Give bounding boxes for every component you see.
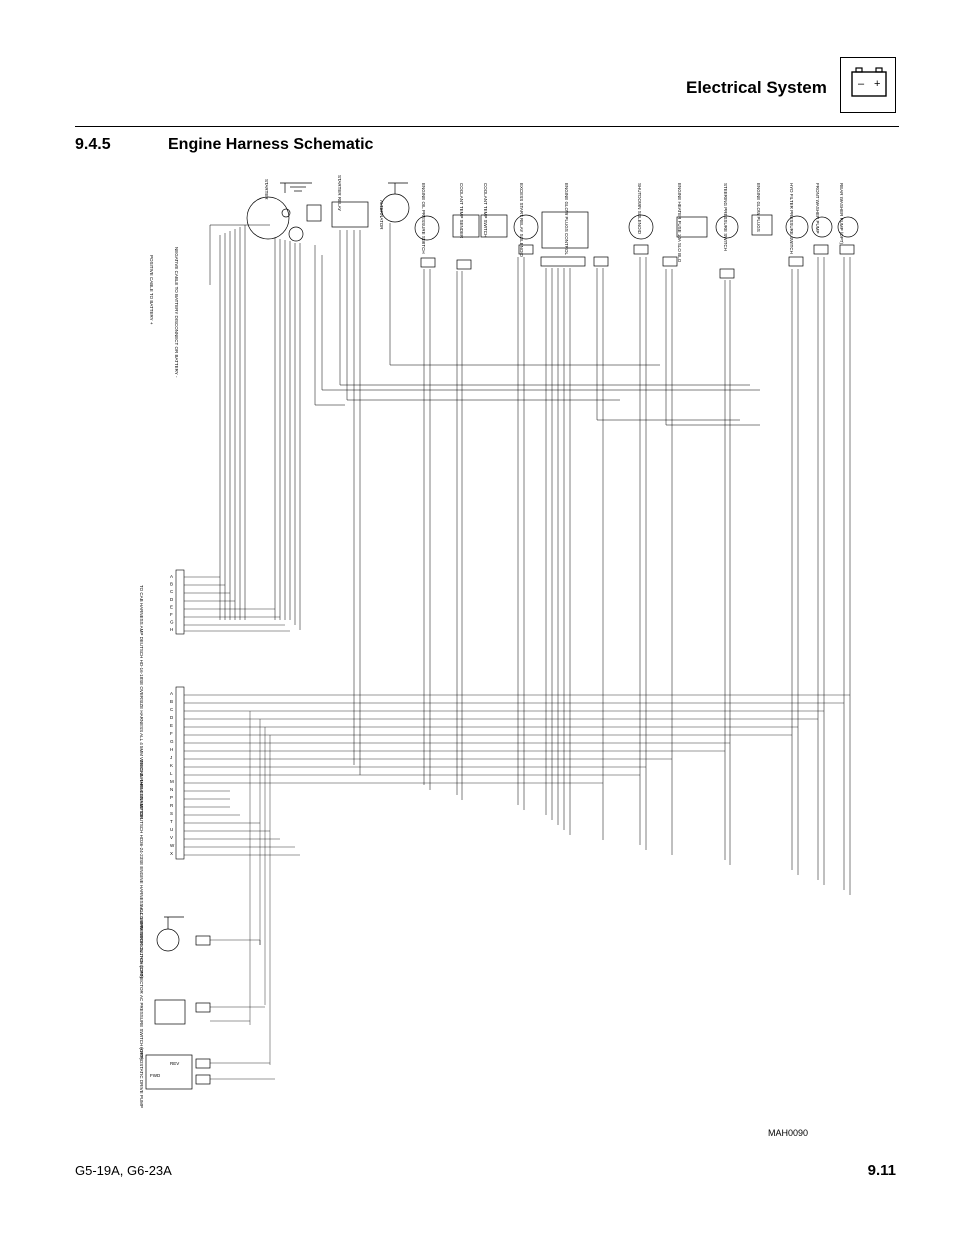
engine-connector-pin: F	[170, 731, 173, 736]
svg-text:FWD: FWD	[150, 1073, 161, 1078]
oil-pressure-switch-icon	[414, 215, 440, 241]
svg-text:TO CAB HARNESS AMP DEUTSCH HD-: TO CAB HARNESS AMP DEUTSCH HD-16-18SE OV…	[139, 585, 144, 820]
svg-text:STARTER RELAY: STARTER RELAY	[337, 175, 342, 211]
svg-text:AC COMPRESSOR CLUTCH (OPT): AC COMPRESSOR CLUTCH (OPT)	[139, 905, 144, 979]
svg-text:HYDROSTATIC DRIVE PUMP: HYDROSTATIC DRIVE PUMP	[139, 1047, 144, 1108]
engine-heater-fuse-box	[676, 216, 708, 238]
engine-connector-pin: P	[170, 795, 173, 800]
cab-connector	[175, 569, 185, 635]
engine-connector-pin: H	[170, 747, 173, 752]
svg-text:ENGINE GLOW PLUGS CONTROL: ENGINE GLOW PLUGS CONTROL	[564, 183, 569, 256]
battery-icon: – +	[840, 57, 896, 113]
engine-connector-pin: J	[170, 755, 172, 760]
cab-connector-pin: B	[170, 582, 173, 587]
shutdown-solenoid-icon	[628, 214, 654, 240]
svg-text:POSITIVE CABLE TO BATTERY +: POSITIVE CABLE TO BATTERY +	[149, 255, 154, 325]
engine-connector-pin: C	[170, 707, 174, 712]
engine-connector-pin: N	[170, 787, 173, 792]
engine-connector-pin: W	[170, 843, 175, 848]
cab-connector-pin: G	[170, 620, 174, 625]
svg-text:AC PRESSURE SWITCH (OPT): AC PRESSURE SWITCH (OPT)	[139, 995, 144, 1060]
glow-plug-control-box	[541, 211, 589, 249]
svg-text:EXCESS START RELAY SOLENOID: EXCESS START RELAY SOLENOID	[519, 183, 524, 258]
engine-connector-pin: R	[170, 803, 174, 808]
glow-plugs-icon	[751, 214, 773, 236]
engine-connector-pin: A	[170, 691, 173, 696]
svg-text:STEERING PRESSURE SWITCH: STEERING PRESSURE SWITCH	[723, 183, 728, 251]
engine-connector	[175, 686, 185, 860]
battery-plus: +	[874, 78, 880, 90]
front-washer-pump-icon	[811, 216, 833, 238]
engine-connector-pin: T	[170, 819, 173, 824]
svg-text:COOLANT TEMP SWITCH: COOLANT TEMP SWITCH	[483, 183, 488, 237]
engine-connector-pin: G	[170, 739, 174, 744]
engine-connector-pin: D	[170, 715, 174, 720]
header-title: Electrical System	[686, 78, 827, 97]
engine-connector-pin: U	[170, 827, 173, 832]
wiring-schematic: STARTER STARTER RELAY ALTERNATOR ENGINE …	[139, 175, 859, 1108]
svg-text:ALTERNATOR: ALTERNATOR	[379, 200, 384, 230]
svg-text:REAR WASHER PUMP (OPT): REAR WASHER PUMP (OPT)	[839, 183, 844, 245]
figure-id: MAH0090	[768, 1128, 809, 1138]
cab-connector-pin: A	[170, 574, 173, 579]
svg-text:COOLANT TEMP SENDER: COOLANT TEMP SENDER	[459, 183, 464, 239]
footer-models: G5-19A, G6-23A	[75, 1163, 172, 1178]
cab-connector-pin: E	[170, 604, 173, 609]
section-title: 9.4.5 Engine Harness Schematic	[75, 136, 373, 154]
cab-connector-pin: C	[170, 589, 174, 594]
battery-minus: –	[858, 78, 865, 90]
cab-connector-pin: F	[170, 612, 173, 617]
engine-connector-pin: B	[170, 699, 173, 704]
engine-connector-pin: V	[170, 835, 173, 840]
svg-text:STARTER: STARTER	[264, 179, 269, 200]
engine-connector-pin: K	[170, 763, 173, 768]
excess-start-solenoid-icon	[513, 214, 539, 240]
hydrostatic-drive-pump-box	[145, 1054, 193, 1090]
engine-connector-pin: L	[170, 771, 173, 776]
rear-washer-pump-icon	[837, 216, 859, 238]
starter-relay-box	[331, 201, 369, 228]
cab-connector-pin: D	[170, 597, 174, 602]
engine-connector-pin: M	[170, 779, 174, 784]
section-name: Engine Harness Schematic	[168, 136, 374, 153]
svg-text:REV: REV	[170, 1061, 179, 1066]
svg-text:HYD FILTER PRESSURE SWITCH: HYD FILTER PRESSURE SWITCH	[789, 183, 794, 254]
engine-connector-pin: S	[170, 811, 173, 816]
section-number: 9.4.5	[75, 136, 111, 153]
alternator-icon	[380, 193, 410, 223]
engine-connector-pin: X	[170, 851, 173, 856]
engine-connector-pin: E	[170, 723, 173, 728]
header-rule	[75, 126, 899, 127]
svg-text:NEGATIVE CABLE TO BATTERY DISC: NEGATIVE CABLE TO BATTERY DISCONNECT OR …	[174, 247, 179, 378]
ac-compressor-clutch-icon	[156, 928, 180, 952]
page-number: 9.11	[867, 1162, 896, 1179]
svg-text:FRONT WASHER PUMP: FRONT WASHER PUMP	[815, 183, 820, 234]
starter-motor-icon	[246, 196, 290, 240]
svg-text:SHUTDOWN SOLENOID: SHUTDOWN SOLENOID	[637, 183, 642, 235]
svg-text:ENGINE HEATER FUSE 10A SLO BLO: ENGINE HEATER FUSE 10A SLO BLO	[677, 183, 682, 263]
ac-pressure-switch-box	[154, 999, 186, 1025]
svg-text:ENGINE OIL PRESSURE SWITCH: ENGINE OIL PRESSURE SWITCH	[421, 183, 426, 254]
cab-connector-pin: H	[170, 627, 173, 632]
svg-text:ENGINE GLOW PLUGS: ENGINE GLOW PLUGS	[756, 183, 761, 232]
svg-text:TO CAB HARNESS AMP DEUTSCH HD3: TO CAB HARNESS AMP DEUTSCH HD36-24-23SE …	[139, 760, 144, 995]
